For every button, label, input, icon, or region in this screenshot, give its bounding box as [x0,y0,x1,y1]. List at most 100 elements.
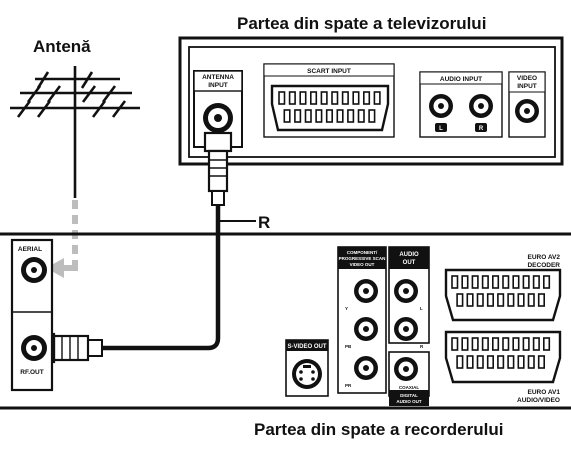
scart-pin [507,355,515,369]
rf-out-label: RF.OUT [20,369,44,376]
audio-input-label: AUDIO INPUT [440,76,482,83]
antenna-input-label-1: ANTENNA [202,74,234,81]
euro-av1-label-2: AUDIO/VIDEO [517,397,560,404]
scart-pins [451,337,551,369]
scart-pin [283,109,291,123]
scart-pins [451,275,551,307]
coaxial-label: COAXIAL [399,385,420,390]
scart-pin [278,91,286,105]
scart-pin [341,91,349,105]
scart-pin [542,275,551,289]
scart-pin [331,91,339,105]
scart-pin [497,293,505,307]
scart-pin [294,109,302,123]
scart-pin [491,275,500,289]
scart-pin [451,337,459,351]
scart-pin [466,293,474,307]
scart-pin [466,355,474,369]
euro-av2-scart: EURO AV2 DECODER [444,254,562,322]
scart-pin [517,355,525,369]
antenna-input-label-2: INPUT [208,82,228,89]
scart-pin [527,293,535,307]
scart-pin [304,109,312,123]
cable-label: R [258,213,270,232]
component-out-label-1: COMPONENT/ [347,250,378,255]
scart-pin [486,355,495,369]
scart-pin [309,91,318,105]
tv-video-input: VIDEO INPUT [508,71,546,138]
aerial-label: AERIAL [18,246,42,253]
scart-pin [325,109,334,123]
tv-back-title: Partea din spate a televizorului [237,14,486,33]
scart-pin [497,355,505,369]
scart-pin [476,293,484,307]
digital-audio-out-label-2: AUDIO OUT [396,399,422,404]
scart-pin [522,337,530,351]
scart-pin [456,355,464,369]
scart-pin [315,109,323,123]
scart-input-label: SCART INPUT [307,68,351,75]
scart-pin [481,337,489,351]
scart-pin [542,337,551,351]
scart-pin [336,109,344,123]
recorder-antenna-box: AERIAL RF.OUT [10,238,54,392]
scart-pin [476,355,484,369]
euro-av1-scart: EURO AV1 AUDIO/VIDEO [444,330,562,404]
component-y-label: Y [345,306,348,311]
scart-pin [347,109,355,123]
antenna-title: Antenă [33,37,91,56]
scart-pin [522,275,530,289]
scart-pin [532,337,540,351]
scart-pin [532,275,540,289]
scart-pin [288,91,296,105]
scart-pin [373,91,381,105]
tv-scart-input: SCART INPUT [263,63,395,138]
scart-pin [517,293,525,307]
scart-pin [537,293,546,307]
scart-pin [486,293,495,307]
s-video-out: S-VIDEO OUT [285,339,329,397]
scart-pins [278,91,381,123]
recorder-back-title: Partea din spate a recorderului [254,420,503,439]
scart-pin [537,355,546,369]
aerial-arrow-icon [46,258,64,278]
component-out: COMPONENT/ PROGRESSIVE SCAN VIDEO OUT Y … [337,246,387,394]
component-pr-label: PR [345,383,352,388]
audio-out-label-1: AUDIO [399,252,419,258]
tv-audio-input: AUDIO INPUT L R [419,71,503,138]
euro-av2-label-2: DECODER [527,262,560,269]
recorder-back-panel [0,232,571,410]
antenna-icon [10,66,140,198]
euro-av1-label-1: EURO AV1 [527,389,560,396]
scart-pin [512,275,520,289]
audio-out: AUDIO OUT L R [388,246,430,349]
scart-pin [451,275,459,289]
scart-pin [471,337,479,351]
s-video-out-label: S-VIDEO OUT [287,344,326,350]
scart-pin [456,293,464,307]
audio-out-label-2: OUT [403,260,416,266]
video-input-label-2: INPUT [517,83,537,90]
component-pb-label: PB [345,344,352,349]
component-out-label-2: PROGRESSIVE SCAN [339,256,386,261]
scart-pin [471,275,479,289]
scart-pin [502,337,510,351]
scart-pin [362,91,371,105]
scart-pin [512,337,520,351]
scart-pin [507,293,515,307]
rf-cable [42,131,233,364]
scart-pin [320,91,328,105]
scart-pin [299,91,307,105]
scart-pin [491,337,500,351]
coaxial-digital-out: COAXIAL DIGITAL AUDIO OUT [388,351,430,406]
scart-pin [481,275,489,289]
scart-pin [502,275,510,289]
component-out-label-3: VIDEO OUT [350,262,375,267]
audio-out-l-label: L [420,306,423,311]
digital-audio-out-label-1: DIGITAL [400,393,418,398]
video-input-label-1: VIDEO [517,75,537,82]
audio-out-r-label: R [420,344,424,349]
scart-pin [357,109,365,123]
